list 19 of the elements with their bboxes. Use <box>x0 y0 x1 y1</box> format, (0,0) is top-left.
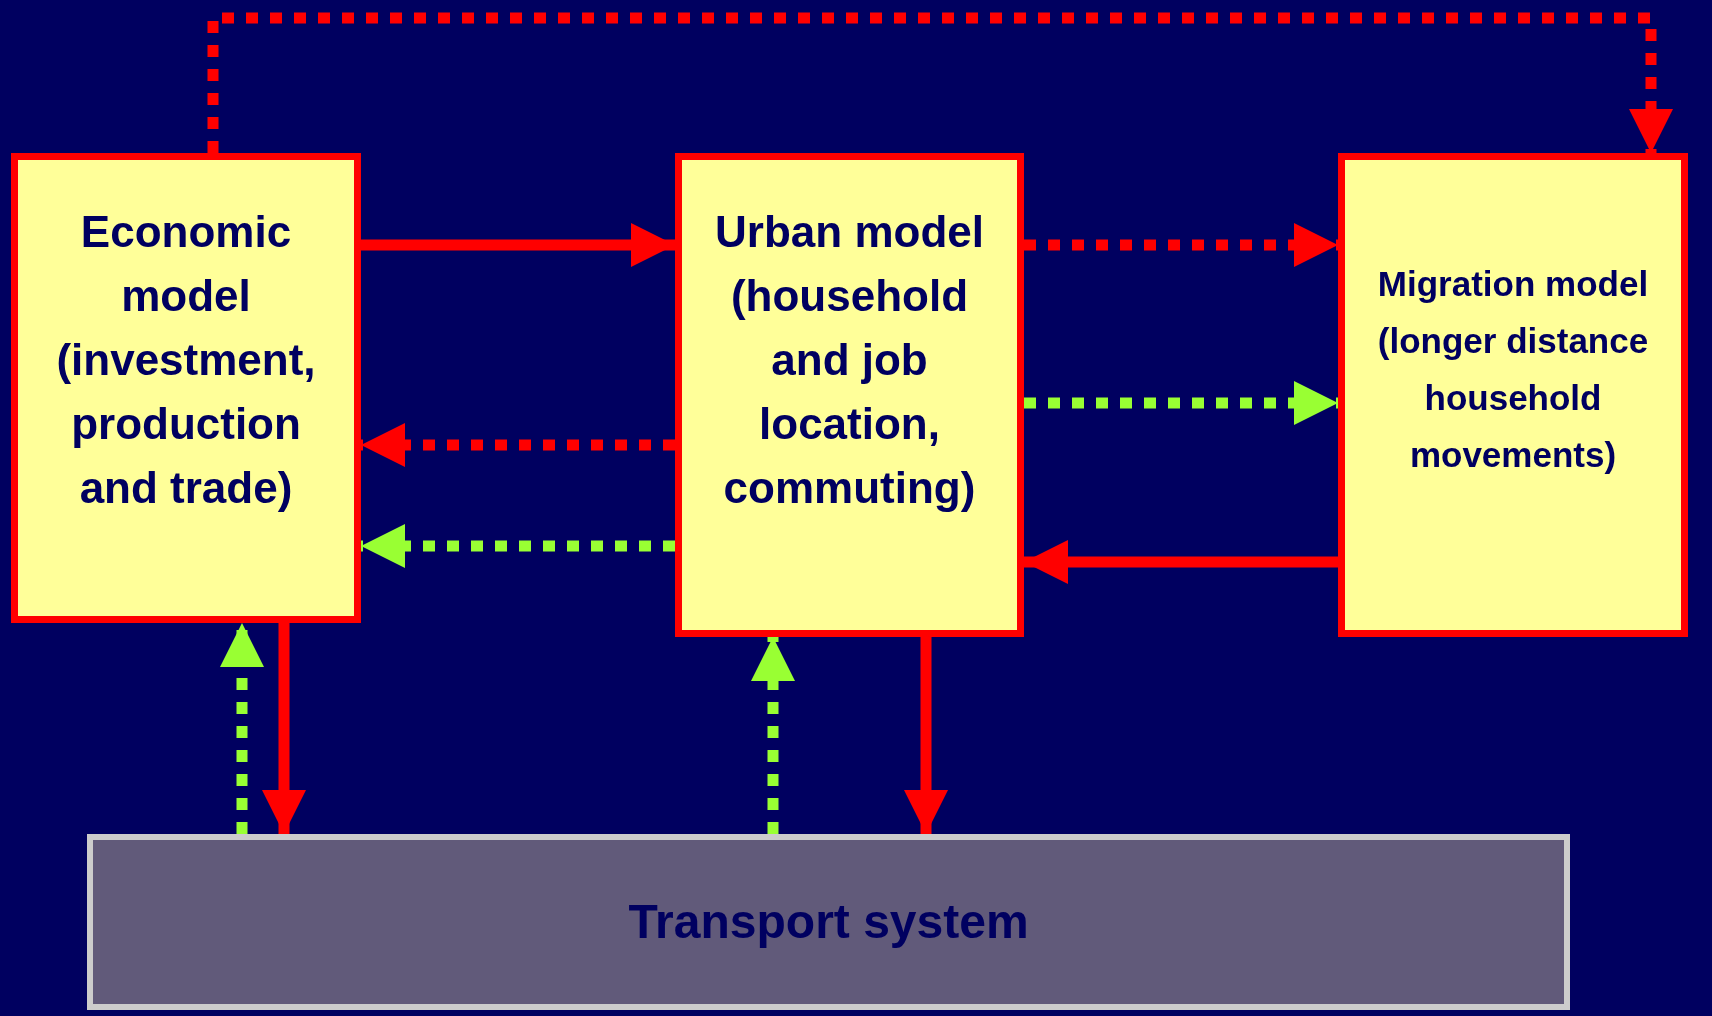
model-box <box>675 153 1024 637</box>
arrow <box>1024 381 1338 425</box>
arrow <box>904 637 948 834</box>
node-label: Transport system <box>628 894 1029 950</box>
node-label: Migration model (longer distance household movements) <box>1376 263 1650 476</box>
arrow <box>751 637 795 834</box>
arrow <box>1024 223 1338 267</box>
node-label: Economic model (investment, production and trade) <box>55 206 317 514</box>
system-bar <box>87 834 1570 1010</box>
arrow <box>220 623 264 834</box>
arrow <box>361 423 675 467</box>
node-label: Urban model (household and job location, commuting) <box>714 206 985 514</box>
arrow <box>1024 540 1338 584</box>
model-box <box>1338 153 1688 637</box>
arrow <box>207 12 1673 153</box>
arrow <box>262 623 306 834</box>
arrow <box>361 524 675 568</box>
model-box <box>11 153 361 623</box>
arrow <box>361 223 675 267</box>
